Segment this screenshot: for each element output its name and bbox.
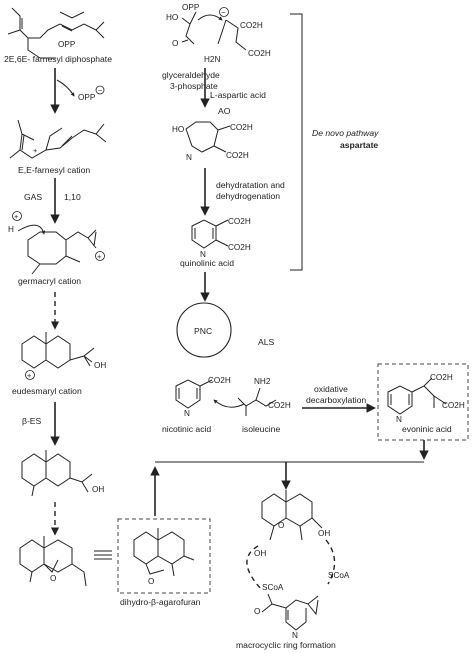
farnesyl-diphosphate-structure: OPP [7,7,105,59]
evoninic-acid-box [377,363,469,441]
dihydro-agarofuran-label: dihydro-β-agarofuran [120,597,201,607]
svg-text:+: + [14,212,18,221]
farnesyl-diphosphate-label: 2E,6E- farnesyl diphosphate [4,54,112,64]
nicotinic-acid-structure: CO2H N [175,376,231,418]
svg-text:−: − [221,8,225,17]
svg-text:CO2H: CO2H [240,21,263,30]
svg-text:O: O [254,607,260,616]
glyceraldehyde-label: glyceraldehyde [162,70,220,80]
hydroxy-intermediate-structure: HO CO2H CO2H N [172,121,253,162]
germacryl-cation-label: germacryl cation [18,276,81,286]
agarofuran-core-structure: O [19,536,87,587]
de-novo-label: De novo pathway [312,128,379,138]
svg-text:CO2H: CO2H [268,401,291,410]
svg-text:SCoA: SCoA [328,571,350,580]
svg-text:N: N [292,631,298,640]
farnesyl-cation-structure: + [9,119,107,159]
svg-text:N: N [200,250,206,259]
svg-text:+: + [27,371,31,380]
svg-text:CO2H: CO2H [430,373,453,382]
svg-text:OH: OH [92,485,104,494]
svg-text:HO: HO [172,125,184,134]
svg-text:OH: OH [318,529,330,538]
svg-text:N: N [396,415,402,424]
eudesmol-structure: OH [21,450,104,497]
svg-text:O: O [148,577,154,586]
equivalence-sign [94,550,112,560]
als-label: ALS [258,337,275,347]
curved-arrow-isoleucine [213,399,245,408]
nicotinic-acid-label: nicotinic acid [162,424,211,434]
plus-charge: + [33,146,37,155]
svg-text:NH2: NH2 [254,377,271,386]
farnesyl-cation-label: E,E-farnesyl cation [18,165,90,175]
isoleucine-structure: NH2 CO2H [237,377,291,416]
macrocycle-structure: O OH OH SCoA SCoA O N [246,490,350,640]
germacryl-cation-structure: + H + [8,211,105,275]
curved-arrow-condensation [197,14,223,21]
macrocyclic-label: macrocyclic ring formation [236,640,336,650]
aspartate-structure: − CO2H CO2H H2N [204,7,271,64]
de-novo-bracket [290,13,303,271]
opp-leaving-group: OPP [78,93,96,102]
eudesmaryl-cation-structure: OH + [21,332,106,380]
svg-text:CO2H: CO2H [230,123,253,132]
aspartate-label: aspartate [340,140,378,150]
minus-circle [95,85,105,95]
svg-text:N: N [184,409,190,418]
opp-minus-charge: − [98,86,102,95]
dihydro-agarofuran-structure: O [133,528,195,586]
svg-text:SCoA: SCoA [262,583,284,592]
svg-text:OPP: OPP [182,3,200,12]
svg-text:CO2H: CO2H [208,376,231,385]
svg-text:HO: HO [166,13,178,22]
svg-text:CO2H: CO2H [248,49,271,58]
svg-text:CO2H: CO2H [226,151,249,160]
svg-text:CO2H: CO2H [228,217,251,226]
l-aspartic-acid-label: L-aspartic acid [210,90,266,100]
glyceraldehyde-structure: HO OPP O [166,3,200,48]
svg-text:O: O [278,521,284,530]
glyceraldehyde-label-2: 3-phosphate [170,81,218,91]
isoleucine-label: isoleucine [242,424,280,434]
quinolinic-acid-label: quinolinic acid [180,258,234,268]
dehydration-label-1: dehydratation and [216,180,285,190]
svg-text:H2N: H2N [204,55,220,64]
ao-enzyme-label: AO [218,106,231,116]
svg-text:+: + [97,252,101,261]
curved-arrow-opp-loss [56,79,75,97]
pnc-cycle-circle [176,302,232,358]
evoninic-acid-structure: CO2H CO2H N [387,373,465,424]
oxidative-label: oxidative [314,384,348,394]
cyclization-label: 1,10 [64,192,81,202]
pnc-label: PNC [194,326,212,336]
svg-text:O: O [172,39,178,48]
dehydration-label-2: dehydrogenation [216,191,280,201]
quinolinic-acid-structure: CO2H CO2H N [191,217,251,259]
svg-text:OH: OH [94,361,106,370]
opp-group: OPP [58,40,76,49]
decarboxylation-label: decarboxylation [306,395,366,405]
svg-text:CO2H: CO2H [228,243,251,252]
beta-es-label: β-ES [22,416,42,426]
svg-text:N: N [186,153,192,162]
svg-text:OH: OH [254,549,266,558]
dihydro-agarofuran-box [117,518,211,594]
svg-text:CO2H: CO2H [442,401,465,410]
evoninic-acid-label: evoninic acid [402,424,452,434]
eudesmaryl-cation-label: eudesmaryl cation [12,386,82,396]
gas-enzyme-label: GAS [24,192,42,202]
svg-text:H: H [8,225,14,234]
svg-text:O: O [50,574,56,583]
